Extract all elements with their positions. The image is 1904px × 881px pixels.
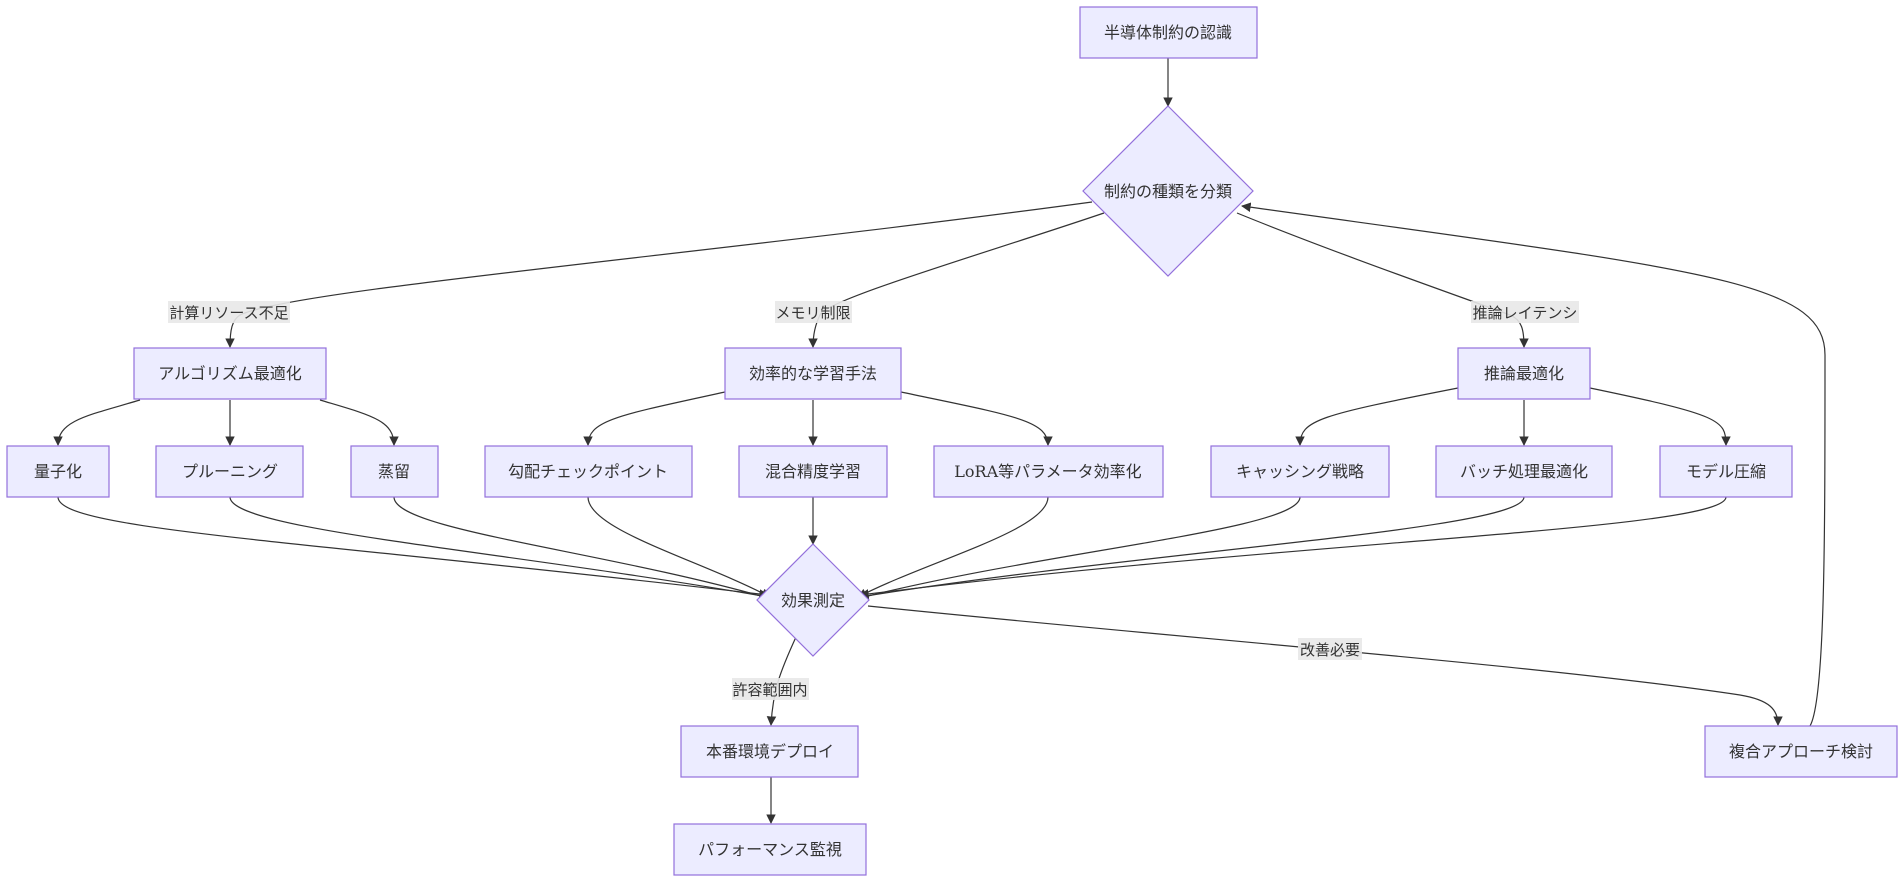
node-gradckpt: 勾配チェックポイント — [484, 445, 693, 498]
edges — [53, 58, 1826, 824]
edge-train-lora — [900, 391, 1053, 446]
nodes: 半導体制約の認識 制約の種類を分類 アルゴリズム最適化 効率的な学習手法 推論最… — [6, 6, 1898, 876]
svg-text:半導体制約の認識: 半導体制約の認識 — [1104, 23, 1232, 42]
node-monitor: パフォーマンス監視 — [673, 823, 867, 876]
edge-label-memory: メモリ制限 — [775, 304, 850, 322]
svg-text:複合アプローチ検討: 複合アプローチ検討 — [1729, 742, 1873, 761]
svg-text:制約の種類を分類: 制約の種類を分類 — [1104, 182, 1232, 201]
edge-train-gradckpt — [583, 391, 726, 446]
svg-text:モデル圧縮: モデル圧縮 — [1686, 462, 1766, 481]
svg-text:バッチ処理最適化: バッチ処理最適化 — [1460, 462, 1588, 481]
edge-label-improve: 改善必要 — [1300, 641, 1360, 659]
edge-compress-measure — [859, 496, 1727, 599]
edge-label-latency: 推論レイテンシ — [1473, 304, 1578, 322]
svg-text:アルゴリズム最適化: アルゴリズム最適化 — [158, 364, 302, 383]
node-mixed: 混合精度学習 — [738, 445, 888, 498]
edge-algo-quant — [53, 399, 141, 446]
edge-classify-algo — [225, 201, 1093, 348]
node-deploy: 本番環境デプロイ — [680, 725, 859, 778]
node-cache: キャッシング戦略 — [1210, 445, 1390, 498]
node-measure: 効果測定 — [756, 543, 870, 657]
edge-algo-distill — [319, 399, 399, 446]
svg-text:パフォーマンス監視: パフォーマンス監視 — [698, 840, 842, 859]
svg-text:蒸留: 蒸留 — [378, 462, 410, 481]
svg-text:プルーニング: プルーニング — [182, 462, 278, 481]
edge-classify-infer — [1236, 212, 1529, 348]
edge-prune-measure — [229, 496, 769, 601]
node-infer: 推論最適化 — [1457, 347, 1591, 400]
edge-batch-measure — [859, 496, 1525, 601]
svg-text:本番環境デプロイ: 本番環境デプロイ — [706, 742, 834, 761]
svg-text:効率的な学習手法: 効率的な学習手法 — [749, 364, 877, 383]
node-hybrid: 複合アプローチ検討 — [1704, 725, 1898, 778]
edge-infer-compress — [1589, 387, 1731, 446]
node-prune: プルーニング — [155, 445, 304, 498]
edge-cache-measure — [859, 496, 1301, 601]
node-lora: LoRA等パラメータ効率化 — [933, 445, 1164, 498]
edge-hybrid-classify — [1241, 202, 1826, 727]
node-compress: モデル圧縮 — [1659, 445, 1793, 498]
edge-classify-train — [808, 212, 1105, 348]
node-classify: 制約の種類を分類 — [1082, 105, 1254, 277]
svg-text:混合精度学習: 混合精度学習 — [765, 462, 861, 481]
edge-label-compute: 計算リソース不足 — [169, 304, 288, 322]
node-start: 半導体制約の認識 — [1079, 6, 1258, 59]
edge-distill-measure — [393, 496, 769, 601]
svg-text:キャッシング戦略: キャッシング戦略 — [1236, 462, 1364, 481]
svg-text:勾配チェックポイント: 勾配チェックポイント — [508, 462, 668, 481]
edge-measure-hybrid — [867, 605, 1783, 726]
svg-text:推論最適化: 推論最適化 — [1484, 364, 1564, 383]
node-batch: バッチ処理最適化 — [1435, 445, 1613, 498]
svg-text:効果測定: 効果測定 — [781, 591, 845, 610]
node-train: 効率的な学習手法 — [724, 347, 902, 400]
edge-lora-measure — [857, 496, 1049, 598]
svg-text:量子化: 量子化 — [34, 462, 82, 481]
edge-label-acceptable: 許容範囲内 — [732, 681, 807, 699]
svg-text:LoRA等パラメータ効率化: LoRA等パラメータ効率化 — [954, 462, 1141, 481]
node-algo: アルゴリズム最適化 — [133, 347, 327, 400]
edge-quant-measure — [57, 496, 769, 599]
node-quant: 量子化 — [6, 445, 110, 498]
node-distill: 蒸留 — [350, 445, 439, 498]
edge-gradckpt-measure — [587, 496, 771, 598]
edge-labels: 計算リソース不足 メモリ制限 推論レイテンシ 許容範囲内 改善必要 — [168, 301, 1579, 700]
edge-infer-cache — [1295, 387, 1459, 446]
